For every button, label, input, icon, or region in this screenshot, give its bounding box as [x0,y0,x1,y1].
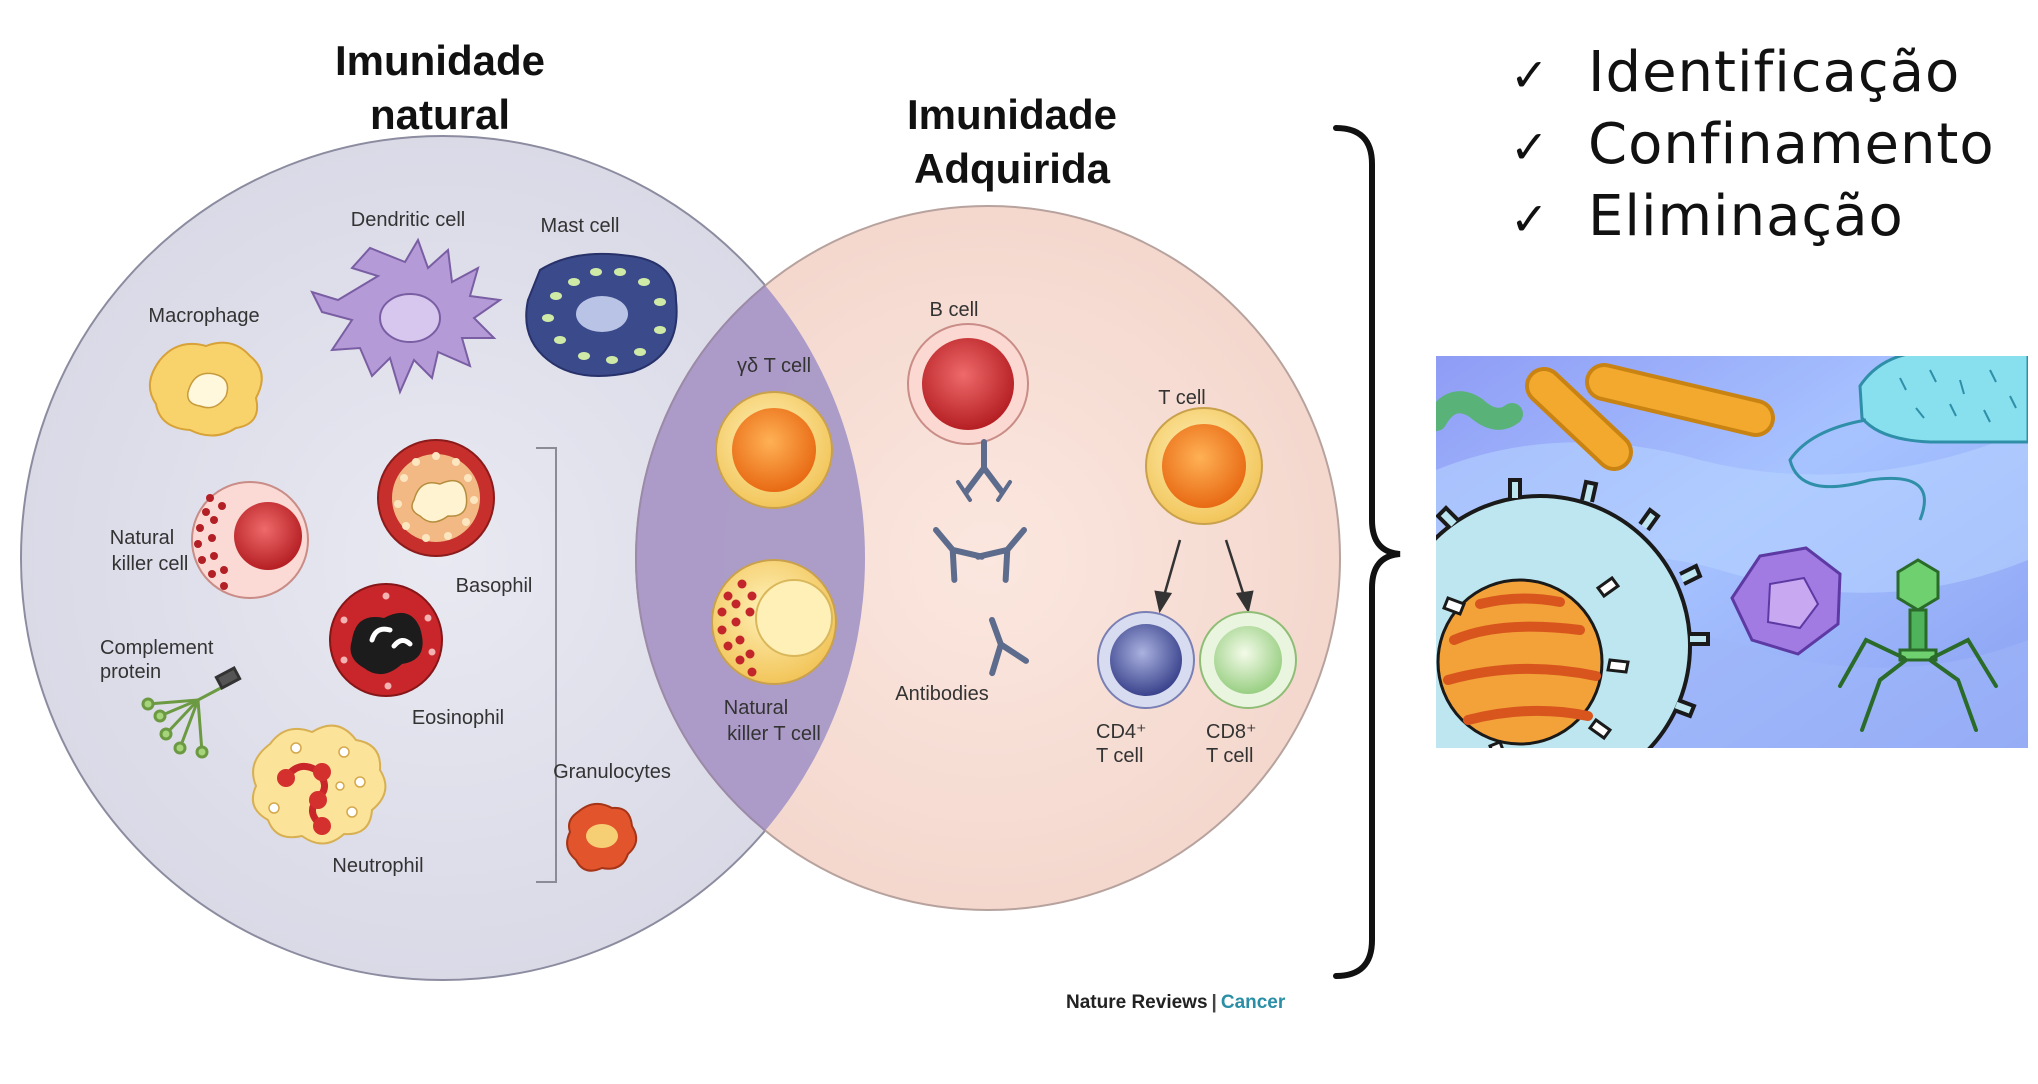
check-icon: ✓ [1510,192,1550,246]
function-label: Eliminação [1588,184,1904,249]
cd4-t-cell-icon [1097,611,1195,709]
credit-section: Cancer [1220,992,1286,1013]
mast-cell-icon [525,252,678,377]
curly-brace [1333,125,1401,979]
cd8-label-line2: T cell [1206,745,1253,767]
t-cell-label: T cell [1158,387,1205,409]
b-cell-label: B cell [930,299,979,321]
function-label: Identificação [1588,40,1961,105]
function-item: ✓ Confinamento [1510,110,1995,182]
innate-title-line2: natural [369,91,511,138]
function-label: Confinamento [1588,112,1995,177]
gamma-delta-t-cell-icon [715,391,833,509]
immune-functions-list: ✓ Identificação ✓ Confinamento ✓ Eliminação [1510,38,1995,254]
eosinophil-icon [329,583,443,697]
basophil-icon [377,439,495,557]
dendritic-cell-icon [310,237,503,395]
complement-label-line1: Complement [100,637,214,659]
granulocytes-bracket [536,447,557,883]
cd8-t-cell-icon [1199,611,1297,709]
natural-killer-t-label-line1: Natural [724,697,788,719]
cd4-label-line2: T cell [1096,745,1143,767]
macrophage-label: Macrophage [148,305,259,327]
differentiation-arrows [1154,539,1254,614]
natural-killer-t-cell-icon [711,559,837,685]
granulocyte-icon [566,802,638,872]
innate-title-line1: Imunidade [334,37,546,84]
basophil-label: Basophil [456,575,533,597]
macrophage-icon [149,341,263,437]
adaptive-immunity-title: Imunidade Adquirida [862,88,1162,196]
adaptive-title-line1: Imunidade [906,91,1118,138]
check-icon: ✓ [1510,120,1550,174]
granulocytes-label: Granulocytes [553,761,671,783]
pathogens-illustration [1436,356,2028,748]
antibodies-label: Antibodies [895,683,988,705]
adaptive-title-line2: Adquirida [914,145,1110,192]
venn-overlap-region [636,206,865,910]
antibodies-icon [933,439,1030,677]
natural-killer-label-line2: killer cell [112,553,189,575]
credit-journal: Nature Reviews [1066,992,1208,1013]
eosinophil-label: Eosinophil [412,707,504,729]
credit-separator: | [1211,992,1217,1013]
complement-label-line2: protein [100,661,161,683]
complement-protein-icon [141,665,242,759]
gamma-delta-t-cell-label: γδ T cell [737,355,811,377]
innate-immunity-title: Imunidade natural [290,34,590,142]
neutrophil-label: Neutrophil [332,855,423,877]
function-item: ✓ Eliminação [1510,182,1995,254]
b-cell-icon [907,323,1029,445]
t-cell-icon [1145,407,1263,525]
mast-cell-label: Mast cell [541,215,620,237]
cd8-label-line1: CD8⁺ [1206,721,1257,743]
dendritic-cell-label: Dendritic cell [351,209,465,231]
adaptive-circle-outline [635,205,865,911]
source-credit: Nature Reviews|Cancer [1066,992,1285,1014]
natural-killer-label-line1: Natural [110,527,174,549]
natural-killer-cell-icon [191,481,309,599]
cd4-label-line1: CD4⁺ [1096,721,1147,743]
check-icon: ✓ [1510,48,1550,102]
function-item: ✓ Identificação [1510,38,1995,110]
neutrophil-icon [252,724,387,845]
natural-killer-t-label-line2: killer T cell [727,723,821,745]
